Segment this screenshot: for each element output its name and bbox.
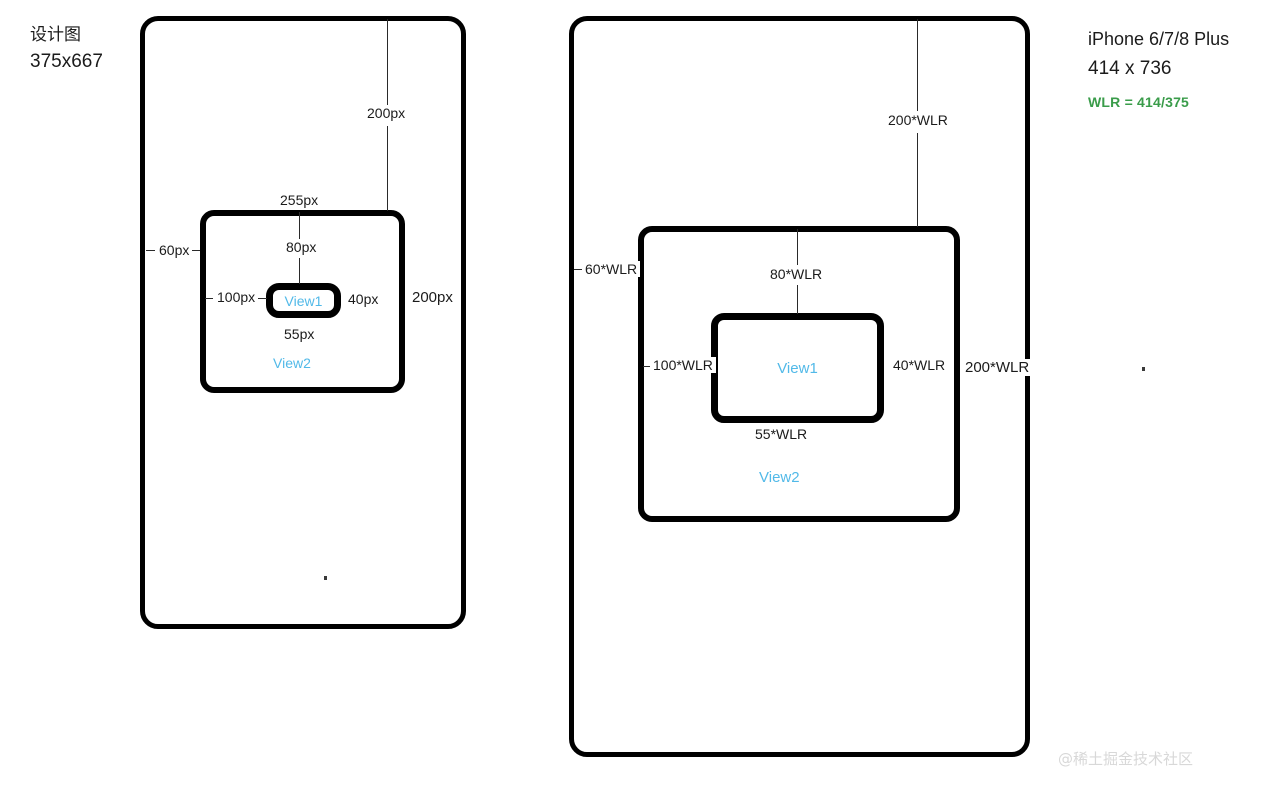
design-title: 设计图 xyxy=(30,25,81,44)
device-dim-view2-left-gap: 100*WLR xyxy=(650,357,716,373)
device-resolution: 414 x 736 xyxy=(1088,58,1172,79)
device-dim-top-to-view1: 200*WLR xyxy=(885,112,951,128)
device-view1-label: View1 xyxy=(777,359,818,377)
design-dim-top-to-view1: 200px xyxy=(364,105,409,121)
design-leader-200-bottom xyxy=(387,126,388,211)
design-resolution: 375x667 xyxy=(30,50,103,72)
device-dim-view2-right-gap: 200*WLR xyxy=(962,359,1033,376)
design-leader-200-top xyxy=(387,19,388,105)
design-leader-80 xyxy=(299,258,300,284)
device-leader-200-top xyxy=(917,19,918,111)
design-leader-100-right xyxy=(256,298,267,299)
device-leader-80-top xyxy=(797,229,798,265)
artifact-dot xyxy=(324,576,327,580)
device-leader-100-left xyxy=(643,366,651,367)
device-leader-60-left xyxy=(574,269,582,270)
design-dim-view2-right-gap: 200px xyxy=(409,289,456,306)
design-dim-view1-right-gap: 40px xyxy=(345,291,382,307)
artifact-dot xyxy=(1142,367,1145,371)
device-dim-view1-bottom-gap: 55*WLR xyxy=(752,426,811,442)
design-leader-60-left xyxy=(146,250,155,251)
design-view1-label: View1 xyxy=(284,292,323,309)
device-leader-200-bottom xyxy=(917,133,918,227)
device-caption: iPhone 6/7/8 Plus 414 x 736 WLR = 414/37… xyxy=(1088,26,1229,113)
design-dim-view2-width: 255px xyxy=(277,192,322,208)
design-view1-box: View1 xyxy=(266,283,341,318)
design-leader-100-left xyxy=(205,298,213,299)
device-dim-view1-right-gap: 40*WLR xyxy=(890,357,949,373)
device-view1-box: View1 xyxy=(711,313,884,423)
design-dim-view1-bottom-gap: 55px xyxy=(281,326,318,342)
device-dim-phone-left-gap: 60*WLR xyxy=(582,261,641,277)
design-caption: 设计图 375x667 xyxy=(30,22,103,76)
device-view2-label: View2 xyxy=(759,469,800,486)
watermark: @稀土掘金技术社区 xyxy=(1058,750,1194,768)
design-view2-label: View2 xyxy=(273,355,311,371)
design-dim-view2-left-gap: 100px xyxy=(214,289,259,305)
design-leader-60-right xyxy=(185,250,200,251)
design-dim-phone-left-gap: 60px xyxy=(156,242,193,258)
device-dim-view2-top-gap: 80*WLR xyxy=(767,266,826,282)
design-dim-view2-top-gap: 80px xyxy=(283,239,320,255)
device-leader-80-bottom xyxy=(797,285,798,314)
device-name: iPhone 6/7/8 Plus xyxy=(1088,29,1230,49)
wlr-formula: WLR = 414/375 xyxy=(1088,93,1190,110)
design-leader-255 xyxy=(299,212,300,240)
